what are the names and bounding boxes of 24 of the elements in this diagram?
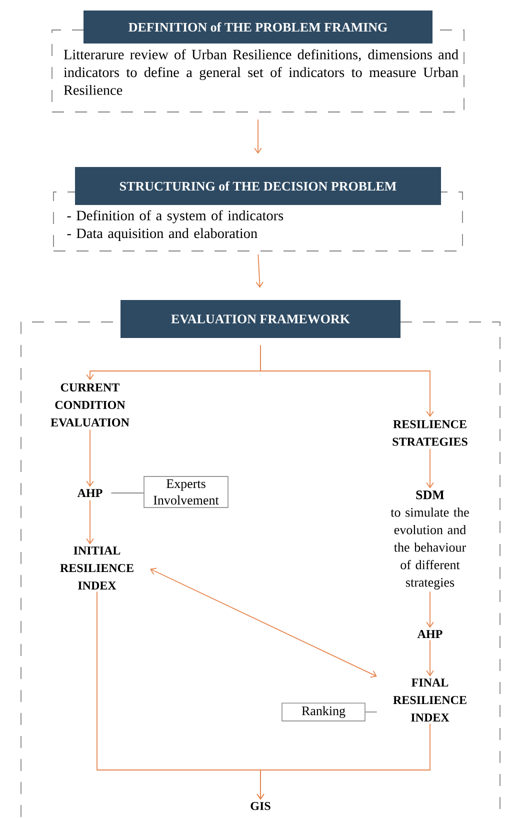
section-frame: STRUCTURING of THE DECISION PROBLEM - Definition of a system of indicators - Data aquisition and elaboration: [53, 167, 463, 252]
step-label: AHP: [77, 489, 102, 497]
arrow: [254, 119, 262, 154]
arrow: [86, 500, 94, 544]
arrow: [256, 723, 430, 800]
arrow: [256, 254, 264, 288]
note-box: Ranking: [282, 702, 366, 722]
step-label: SDM to simulate the evolution and the behaviour of different strategies: [390, 490, 469, 590]
arrow: [426, 640, 434, 676]
arrow: [426, 448, 434, 488]
arrow: [86, 429, 94, 487]
step-label: GIS: [250, 802, 270, 810]
step-label: INITIAL RESILIENCE INDEX: [60, 546, 134, 590]
step-label: FINAL RESILIENCE INDEX: [393, 678, 466, 722]
node-label: STRUCTURING of THE DECISION PROBLEM: [120, 181, 396, 191]
step-label: AHP: [417, 630, 442, 638]
step-label: RESILIENCE STRATEGIES: [392, 420, 468, 446]
step-label: CURRENT CONDITION EVALUATION: [50, 383, 130, 427]
connector-line: [110, 492, 144, 494]
arrow: [260, 344, 434, 418]
section-frame: DEFINITION of THE PROBLEM FRAMING Litterarure review of Urban Resilience definitions, dimensions and indicators to define a general set of indicators to measure Urban Resilience: [52, 10, 464, 112]
arrow: [426, 591, 434, 628]
arrow: [150, 568, 377, 678]
note-box: Experts Involvement: [144, 476, 228, 508]
